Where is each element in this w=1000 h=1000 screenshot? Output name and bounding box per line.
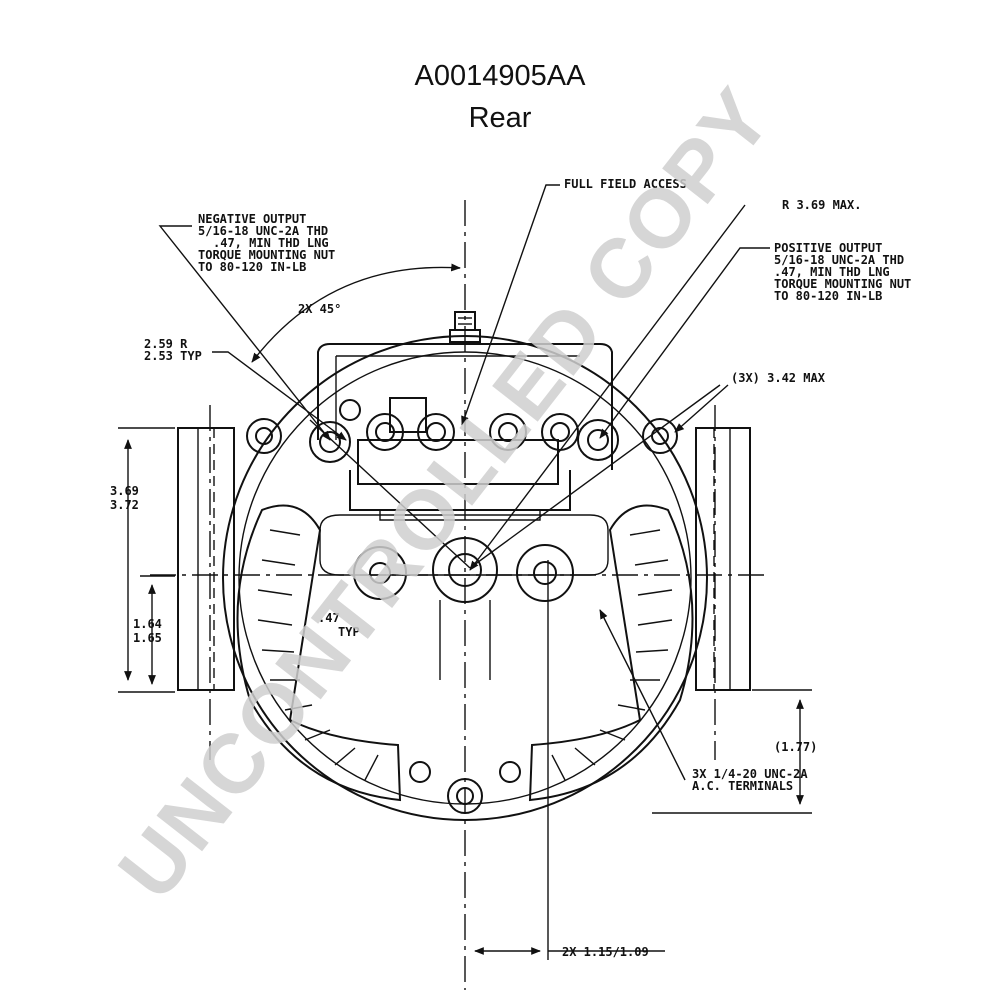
pos-line-1: POSITIVE OUTPUT: [774, 241, 882, 255]
view-label: Rear: [468, 102, 532, 134]
r-max-label: R 3.69 MAX.: [782, 198, 861, 212]
dim-left-inner: [140, 575, 175, 685]
angle-label: 2X 45°: [298, 302, 341, 316]
inner-typ-line-1: .47: [318, 611, 340, 625]
neg-line-3: .47, MIN THD LNG: [213, 236, 329, 250]
pos-line-5: TO 80-120 IN-LB: [774, 289, 882, 303]
mounting-ear-left: [177, 427, 235, 691]
dim-right: [652, 689, 812, 814]
mounting-ear-right: [695, 427, 751, 691]
positive-output-callout: POSITIVE OUTPUT 5/16-18 UNC-2A THD .47, …: [774, 241, 911, 303]
part-number-title: A0014905AA: [414, 60, 586, 92]
ac-terminals-line-1: 3X 1/4-20 UNC-2A: [692, 767, 808, 781]
pos-line-4: TORQUE MOUNTING NUT: [774, 277, 911, 291]
neg-line-4: TORQUE MOUNTING NUT: [198, 248, 335, 262]
center-lines: [150, 200, 770, 990]
inner-typ-line-2: TYP: [338, 625, 360, 639]
neg-line-1: NEGATIVE OUTPUT: [198, 212, 306, 226]
negative-output-callout: NEGATIVE OUTPUT 5/16-18 UNC-2A THD .47, …: [198, 212, 335, 274]
neg-line-5: TO 80-120 IN-LB: [198, 260, 306, 274]
dim-height-a-1: 3.69: [110, 484, 139, 498]
output-studs: [309, 399, 619, 463]
dim-height-b-2: 1.65: [133, 631, 162, 645]
ac-terminals-line-2: A.C. TERMINALS: [692, 779, 793, 793]
neg-line-2: 5/16-18 UNC-2A THD: [198, 224, 328, 238]
pos-line-2: 5/16-18 UNC-2A THD: [774, 253, 904, 267]
dim-height-a-2: 3.72: [110, 498, 139, 512]
radius-label-2: 2.53 TYP: [144, 349, 202, 363]
max-342-label: (3X) 3.42 MAX: [731, 371, 826, 385]
radius-label-1: 2.59 R: [144, 337, 188, 351]
cooling-vents-left: [236, 504, 402, 802]
pos-line-3: .47, MIN THD LNG: [774, 265, 890, 279]
dim-right-ref: (1.77): [774, 740, 817, 754]
dim-bottom-label: 2X 1.15/1.09: [562, 945, 649, 959]
dim-left-outer: [118, 427, 175, 693]
uncontrolled-copy-watermark: UNCONTROLLED COPY: [100, 70, 790, 916]
cooling-vents-right: [528, 504, 694, 802]
dim-height-b-1: 1.64: [133, 617, 162, 631]
full-field-access-label: FULL FIELD ACCESS: [564, 177, 687, 191]
leader-lines: [158, 184, 770, 781]
